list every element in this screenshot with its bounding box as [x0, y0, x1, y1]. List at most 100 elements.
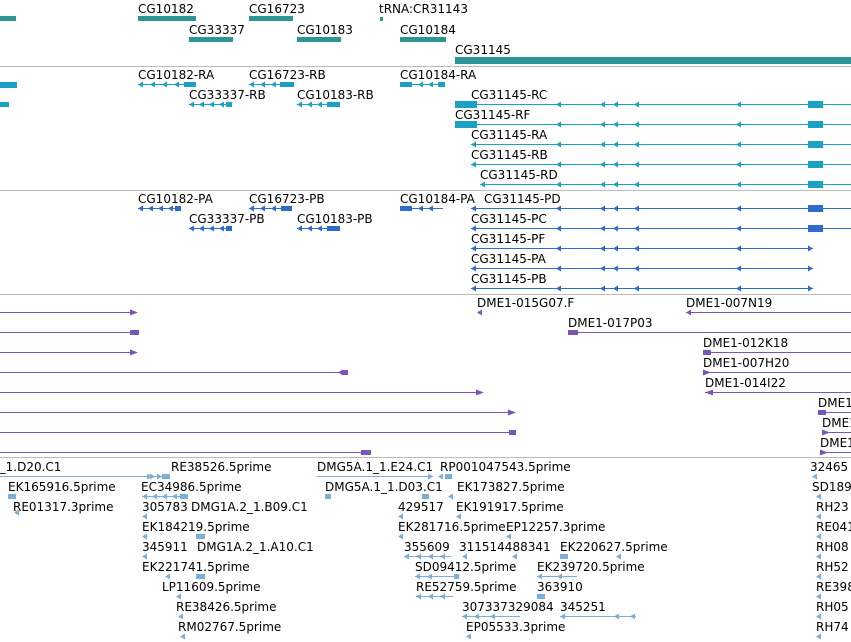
est-label[interactable]: EP05533.3prime: [466, 620, 565, 634]
est-feature[interactable]: [416, 593, 545, 600]
est-label[interactable]: RE041: [816, 520, 851, 534]
clone-feature[interactable]: [822, 429, 851, 436]
est-feature[interactable]: [816, 533, 821, 540]
est-feature[interactable]: [812, 473, 817, 480]
transcript-feature[interactable]: [400, 81, 445, 88]
clone-label[interactable]: DME1-007H20: [703, 356, 789, 370]
est-label[interactable]: DMG1A.2_1.B09.C1: [191, 500, 308, 514]
est-label[interactable]: EK281716.5prime: [398, 520, 506, 534]
protein-label[interactable]: CG10184-PA: [400, 192, 476, 206]
clone-feature[interactable]: [0, 330, 139, 335]
gene-feature[interactable]: [189, 37, 233, 42]
clone-feature[interactable]: [703, 350, 851, 355]
protein-label[interactable]: CG31145-PD: [484, 192, 561, 206]
est-feature[interactable]: [0, 473, 165, 480]
transcript-label[interactable]: CG33337-RB: [189, 88, 266, 102]
protein-label[interactable]: CG31145-PB: [471, 272, 547, 286]
protein-feature[interactable]: [471, 225, 851, 232]
est-label[interactable]: RH74: [816, 620, 849, 634]
est-label[interactable]: 355609: [404, 540, 450, 554]
est-label[interactable]: RP001047543.5prime: [440, 460, 571, 474]
gene-feature[interactable]: [380, 17, 383, 21]
gene-label[interactable]: CG16723: [249, 2, 305, 16]
est-feature[interactable]: [142, 553, 147, 560]
protein-feature[interactable]: [400, 205, 443, 212]
transcript-feature[interactable]: [480, 181, 851, 188]
est-feature[interactable]: [317, 473, 433, 480]
est-feature[interactable]: [404, 553, 621, 560]
clone-label[interactable]: DME1: [818, 396, 851, 410]
gene-label[interactable]: CG10183: [297, 23, 353, 37]
clone-feature[interactable]: [0, 430, 516, 435]
clone-feature[interactable]: [0, 349, 138, 356]
est-label[interactable]: SD189: [812, 480, 851, 494]
clone-feature[interactable]: [568, 330, 851, 335]
protein-feature[interactable]: [471, 285, 813, 292]
est-label[interactable]: EK173827.5prime: [457, 480, 565, 494]
clone-feature[interactable]: [0, 409, 516, 416]
transcript-label[interactable]: CG31145-RF: [455, 108, 531, 122]
transcript-label[interactable]: CG10183-RB: [297, 88, 374, 102]
clone-label[interactable]: DME1-017P03: [568, 316, 653, 330]
protein-label[interactable]: CG33337-PB: [189, 212, 265, 226]
gene-feature[interactable]: [297, 37, 341, 42]
clone-label[interactable]: DME1-007N19: [686, 296, 772, 310]
est-feature[interactable]: [466, 633, 471, 640]
est-label[interactable]: 363910: [537, 580, 583, 594]
gene-label[interactable]: CG31145: [455, 43, 511, 57]
transcript-feature[interactable]: [0, 102, 9, 107]
transcript-feature[interactable]: [0, 82, 17, 88]
transcript-label[interactable]: CG31145-RC: [471, 88, 547, 102]
est-feature[interactable]: [14, 509, 19, 516]
est-feature[interactable]: [8, 494, 16, 499]
est-label[interactable]: EK184219.5prime: [142, 520, 250, 534]
est-label[interactable]: 345911: [142, 540, 188, 554]
est-label[interactable]: RE38426.5prime: [176, 600, 277, 614]
protein-feature[interactable]: [249, 205, 292, 212]
gene-label[interactable]: CG33337: [189, 23, 245, 37]
clone-label[interactable]: DME1-014I22: [705, 376, 786, 390]
est-feature[interactable]: [816, 513, 821, 520]
est-label[interactable]: RH52: [816, 560, 849, 574]
est-label[interactable]: 429517: [398, 500, 444, 514]
est-feature[interactable]: [142, 533, 205, 540]
est-feature[interactable]: [398, 533, 511, 540]
est-feature[interactable]: [816, 633, 821, 640]
est-label[interactable]: 345251: [560, 600, 606, 614]
transcript-label[interactable]: CG31145-RB: [471, 148, 548, 162]
transcript-label[interactable]: CG10184-RA: [400, 68, 477, 82]
est-label[interactable]: DMG1A.2_1.A10.C1: [197, 540, 314, 554]
gene-feature[interactable]: [249, 16, 293, 21]
protein-label[interactable]: CG31145-PF: [471, 232, 545, 246]
gene-feature[interactable]: [455, 57, 851, 64]
est-label[interactable]: EK221741.5prime: [142, 560, 250, 574]
transcript-feature[interactable]: [455, 121, 851, 128]
clone-label[interactable]: DME1: [820, 436, 851, 450]
est-feature[interactable]: [398, 513, 461, 520]
protein-feature[interactable]: [471, 265, 813, 272]
clone-feature[interactable]: [686, 309, 851, 316]
clone-feature[interactable]: [705, 389, 851, 396]
est-feature[interactable]: [180, 633, 185, 640]
clone-feature[interactable]: [0, 309, 138, 316]
est-feature[interactable]: [816, 573, 821, 580]
gene-label[interactable]: tRNA:CR31143: [379, 2, 468, 16]
est-label[interactable]: EK191917.5prime: [456, 500, 564, 514]
clone-feature[interactable]: [477, 309, 482, 316]
est-label[interactable]: 307337329084: [462, 600, 554, 614]
clone-feature[interactable]: [0, 450, 371, 455]
est-feature[interactable]: [816, 593, 821, 600]
transcript-label[interactable]: CG10182-RA: [138, 68, 215, 82]
transcript-label[interactable]: CG16723-RB: [249, 68, 326, 82]
est-label[interactable]: 311514488341: [459, 540, 551, 554]
protein-feature[interactable]: [471, 205, 851, 212]
clone-feature[interactable]: [820, 449, 851, 456]
transcript-feature[interactable]: [249, 81, 294, 88]
est-label[interactable]: LP11609.5prime: [162, 580, 261, 594]
clone-feature[interactable]: [818, 410, 851, 415]
est-label[interactable]: DMG5A.1_1.E24.C1: [317, 460, 433, 474]
est-label[interactable]: 305783: [142, 500, 188, 514]
est-feature[interactable]: [142, 493, 188, 500]
transcript-label[interactable]: CG31145-RD: [480, 168, 558, 182]
est-feature[interactable]: [415, 573, 577, 580]
